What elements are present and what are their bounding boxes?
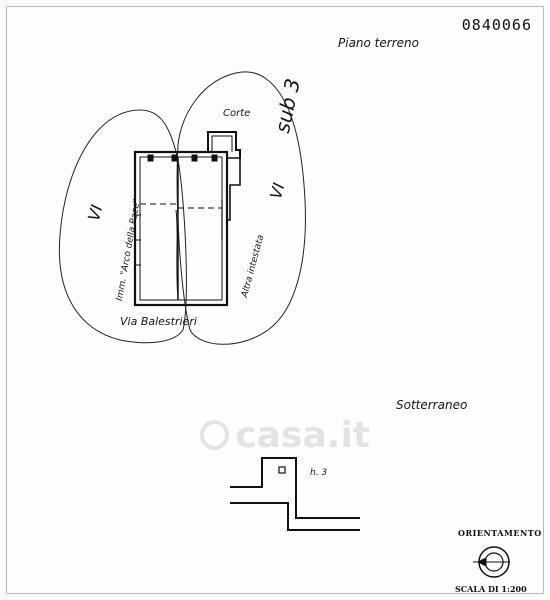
floor-label-basement: Sotterraneo <box>396 398 468 412</box>
compass-symbol <box>473 546 510 578</box>
orientation-label: ORIENTAMENTO <box>458 528 542 538</box>
document-code: 0840066 <box>461 16 532 34</box>
house-icon <box>200 420 230 450</box>
watermark: casa.it <box>200 410 370 460</box>
left-neighbor-outline <box>58 109 187 344</box>
scale-label: SCALA DI 1:200 <box>455 584 527 594</box>
right-neighbor-outline <box>176 71 306 345</box>
watermark-text: casa.it <box>235 414 370 456</box>
height-note: h. 3 <box>310 468 328 478</box>
street-label: Via Balestrieri <box>120 315 197 328</box>
floor-label-ground: Piano terreno <box>338 36 419 50</box>
basement-walls <box>230 457 360 531</box>
courtyard-label: Corte <box>223 108 251 119</box>
sheet-border <box>6 6 544 594</box>
building-walls <box>133 131 241 307</box>
